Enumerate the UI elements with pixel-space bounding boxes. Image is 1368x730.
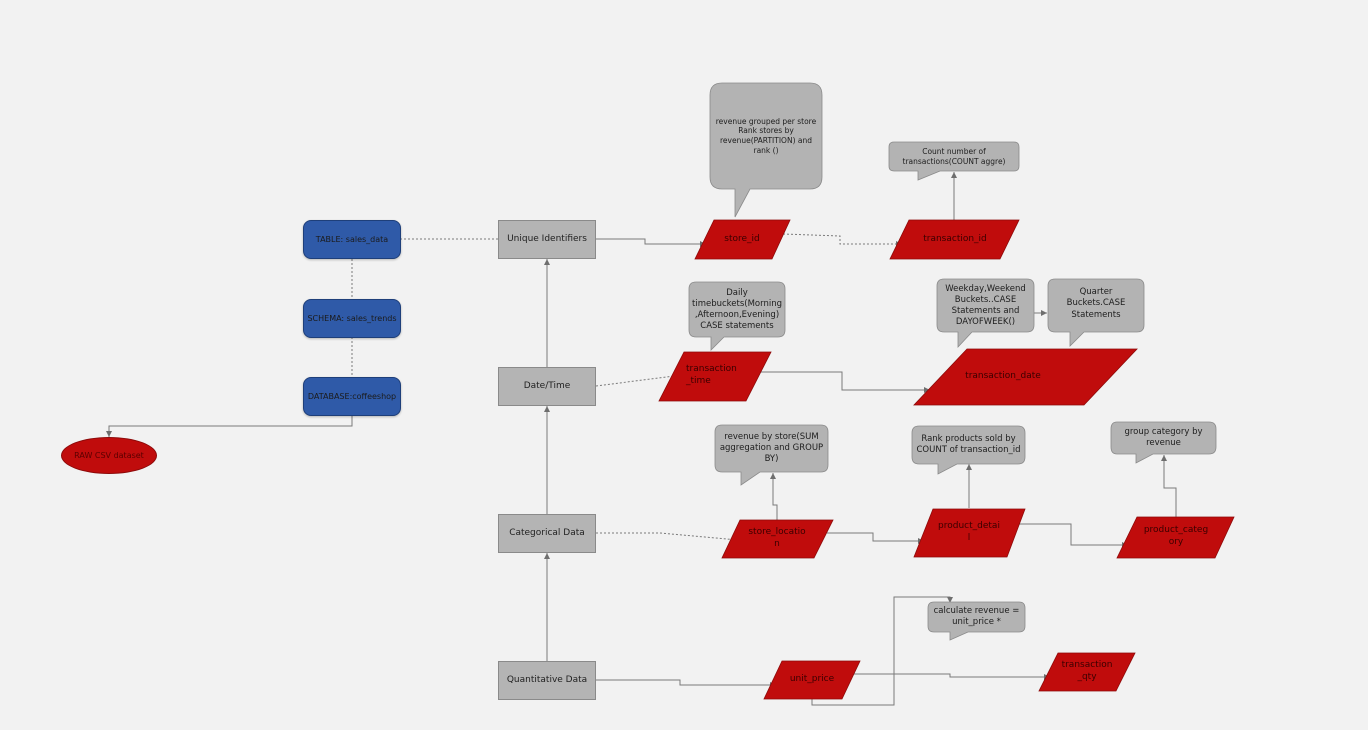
callout-daily-timebuckets-text: Daily timebuckets(Morning ,Afternoon,Eve… (692, 287, 782, 332)
transaction-time-shape[interactable] (658, 351, 772, 402)
callout-count-transactions (888, 141, 1020, 181)
callout-group-category-text: group category by revenue (1124, 426, 1203, 448)
callout-revenue-per-store (709, 82, 823, 218)
transaction-id-shape[interactable] (889, 219, 1020, 260)
connector-storelocation-callout (770, 473, 778, 520)
callout-revenue-by-store-text: revenue by store(SUM aggregation and GRO… (719, 431, 824, 465)
connector-quant-unitprice (596, 679, 776, 688)
connector-productcategory-callout (1161, 455, 1177, 517)
callout-count-transactions-text: Count number of transactions(COUNT aggre… (902, 146, 1006, 166)
callout-weekday-weekend (936, 278, 1035, 349)
unit-price-shape[interactable] (763, 660, 861, 700)
connector-categorical-storelocation (596, 532, 739, 541)
callout-calculate-revenue (927, 601, 1026, 641)
schema-sales-trends-box[interactable]: SCHEMA: sales_trends (303, 299, 401, 338)
store-id-shape[interactable] (694, 219, 791, 260)
connector-productdetail-productcategory (1017, 523, 1128, 548)
callout-group-category (1110, 421, 1217, 464)
transaction-date-label: transaction_date (965, 371, 1041, 382)
database-coffeeshop-box[interactable]: DATABASE:coffeeshop (303, 377, 401, 416)
connector-unitprice-transactionqty (851, 673, 1050, 680)
callout-calculate-revenue-text: calculate revenue = unit_price * (933, 605, 1020, 627)
transaction-id-label: transaction_id (923, 234, 987, 245)
transaction-time-label: transaction _time (686, 364, 737, 386)
connector-unique-storeid (596, 238, 706, 247)
product-category-label: product_categ ory (1143, 525, 1209, 547)
store-id-label: store_id (724, 234, 760, 245)
transaction-date-shape[interactable] (913, 348, 1138, 406)
unit-price-label: unit_price (789, 674, 835, 685)
callout-quarter-buckets (1047, 278, 1145, 347)
store-location-shape[interactable] (721, 519, 834, 559)
connector-transactiontime-transactiondate (760, 371, 930, 393)
callout-rank-products (911, 425, 1026, 475)
transaction-qty-shape[interactable] (1038, 652, 1136, 692)
store-location-label: store_locatio n (748, 527, 806, 549)
callout-revenue-per-store-text: revenue grouped per store Rank stores by… (715, 116, 817, 155)
product-detail-shape[interactable] (913, 508, 1026, 558)
categorical-data-box[interactable]: Categorical Data (498, 514, 596, 553)
quantitative-data-box[interactable]: Quantitative Data (498, 661, 596, 700)
product-detail-label: product_detai l (938, 521, 1000, 543)
date-time-box[interactable]: Date/Time (498, 367, 596, 406)
connector-storelocation-productdetail (827, 532, 924, 544)
raw-csv-dataset-ellipse[interactable]: RAW CSV dataset (61, 437, 157, 474)
transaction-qty-label: transaction _qty (1061, 660, 1113, 682)
callout-daily-timebuckets (688, 281, 786, 351)
callout-revenue-by-store (714, 424, 829, 486)
callout-quarter-buckets-text: Quarter Buckets.CASE Statements (1066, 287, 1126, 320)
unique-identifiers-box[interactable]: Unique Identifiers (498, 220, 596, 259)
product-category-shape[interactable] (1116, 516, 1235, 559)
connector-storeid-transactionid (782, 233, 902, 247)
callout-weekday-weekend-text: Weekday,Weekend Buckets..CASE Statements… (945, 283, 1026, 328)
table-sales-data-box[interactable]: TABLE: sales_data (303, 220, 401, 259)
connector-unitprice-callout (811, 596, 953, 706)
connector-datetime-transactiontime (595, 375, 675, 387)
callout-rank-products-text: Rank products sold by COUNT of transacti… (916, 433, 1021, 455)
connector-database-csv (106, 416, 353, 437)
